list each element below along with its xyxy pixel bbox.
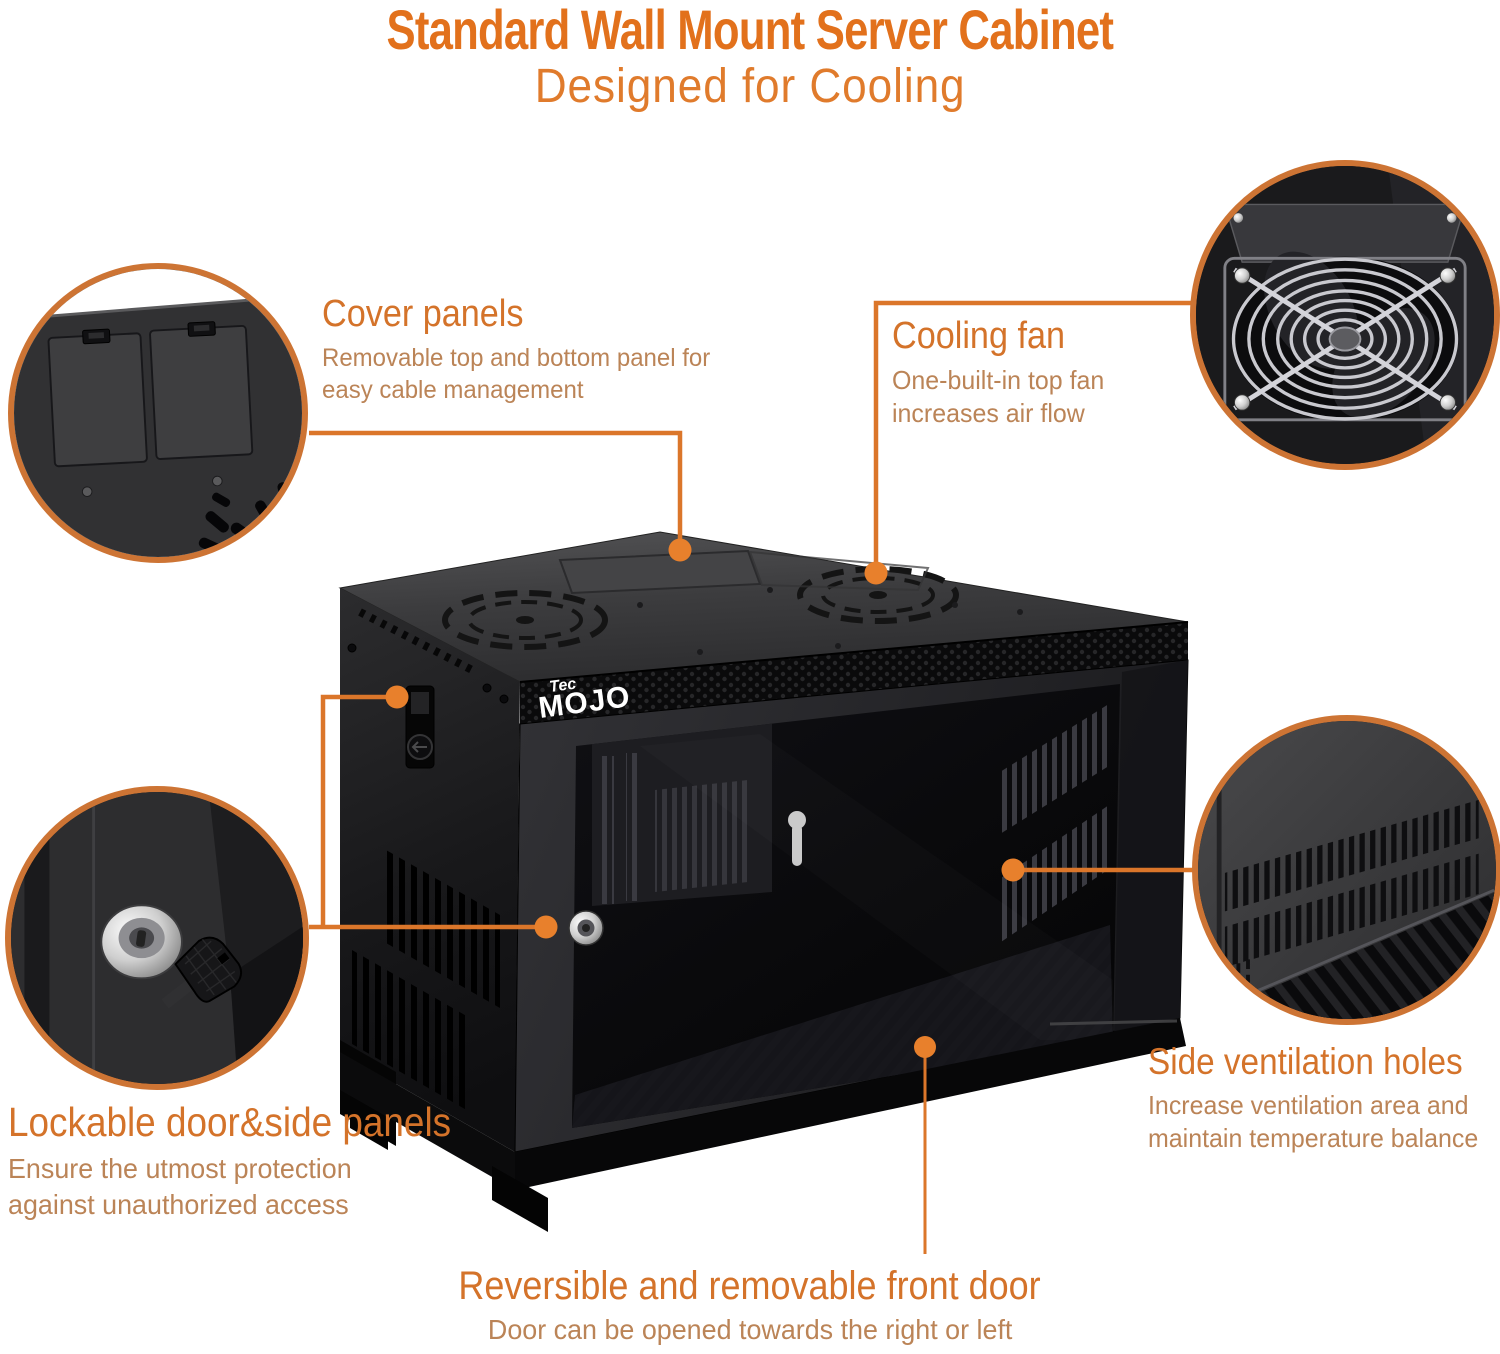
left-side-panel (340, 588, 520, 1152)
callout-heading-text: Side ventilation holes (1148, 1041, 1463, 1082)
callout-dot-side-latch (385, 685, 409, 709)
cover-panels-photo-art (14, 269, 302, 557)
side-vent-slats-lower (352, 950, 470, 1112)
callout-heading-text: Lockable door&side panels (8, 1099, 452, 1145)
foot-left (350, 1096, 388, 1150)
photo-lock (5, 786, 309, 1090)
callout-dot-side-vents (1001, 858, 1025, 882)
photo-cover-panels (8, 263, 308, 563)
door-lock (568, 910, 604, 946)
base (340, 1018, 1186, 1232)
connector-side-latch (320, 694, 397, 927)
callout-body-line: Removable top and bottom panel for (322, 343, 711, 372)
callout-dot-cover-panels (668, 538, 692, 562)
fan-knockout-left (442, 590, 608, 650)
callout-heading-text: Reversible and removable front door (458, 1264, 1042, 1308)
wall-mount-slot (788, 811, 806, 866)
callout-body-line: maintain temperature balance (1148, 1122, 1479, 1153)
callout-body-line: easy cable management (322, 375, 584, 404)
callout-body: One-built-in top fan increases air flow (892, 364, 1113, 431)
callout-body-line: Door can be opened towards the right or … (487, 1314, 1013, 1345)
foot-front (492, 1166, 548, 1232)
side-latch (405, 685, 435, 769)
connector-cover-panels (309, 430, 683, 550)
callout-body-line: One-built-in top fan (892, 364, 1105, 395)
callout-front-door: Reversible and removable front door Door… (250, 1264, 1250, 1348)
callout-cover-panels: Cover panels Removable top and bottom pa… (322, 293, 726, 406)
cabinet-top (338, 531, 1189, 683)
top-screws (637, 587, 1023, 655)
callout-heading: Reversible and removable front door (250, 1264, 1250, 1308)
callout-dot-cooling-fan (864, 561, 888, 585)
callout-heading: Lockable door&side panels (8, 1099, 500, 1145)
page-subtitle-text: Designed for Cooling (534, 60, 966, 113)
side-screws (347, 643, 509, 704)
cooling-fan-photo-art (1196, 166, 1494, 464)
callout-heading-text: Cooling fan (892, 315, 1066, 357)
door-glass-interior (572, 702, 1113, 1128)
callout-body: Removable top and bottom panel for easy … (322, 342, 726, 406)
callout-body: Increase ventilation area and maintain t… (1148, 1089, 1498, 1156)
callout-dot-front-door (914, 1036, 936, 1058)
callout-body-line: increases air flow (892, 398, 1085, 429)
page-title-text: Standard Wall Mount Server Cabinet (386, 0, 1114, 61)
callout-body-line: Ensure the utmost protection (8, 1153, 352, 1185)
callout-side-vents: Side ventilation holes Increase ventilat… (1148, 1041, 1498, 1156)
callout-heading: Side ventilation holes (1148, 1041, 1498, 1083)
callout-body-line: against unauthorized access (8, 1188, 349, 1220)
callout-body-line: Increase ventilation area and (1148, 1089, 1469, 1120)
page-subtitle: Designed for Cooling (0, 60, 1500, 113)
photo-cooling-fan (1190, 160, 1500, 470)
key (161, 936, 243, 1009)
side-top-vents (358, 608, 474, 674)
page-title: Standard Wall Mount Server Cabinet (0, 2, 1500, 58)
callout-body: Door can be opened towards the right or … (250, 1312, 1250, 1348)
callout-heading-text: Cover panels (322, 293, 524, 335)
callout-dot-door-lock (534, 915, 558, 939)
brand-logo-top: Tec (548, 676, 577, 696)
callout-heading: Cover panels (322, 293, 726, 336)
callout-body: Ensure the utmost protection against una… (8, 1151, 500, 1223)
callout-cooling-fan: Cooling fan One-built-in top fan increas… (892, 315, 1113, 431)
side-vents-photo-art (1198, 721, 1496, 1019)
front-door (514, 659, 1189, 1153)
callout-heading: Cooling fan (892, 315, 1113, 358)
lock-photo-art (11, 792, 303, 1084)
connector-cooling-fan (873, 300, 1191, 573)
photo-side-vents (1192, 715, 1500, 1025)
fan-knockout-right (797, 566, 959, 624)
callout-lockable: Lockable door&side panels Ensure the utm… (8, 1099, 500, 1223)
